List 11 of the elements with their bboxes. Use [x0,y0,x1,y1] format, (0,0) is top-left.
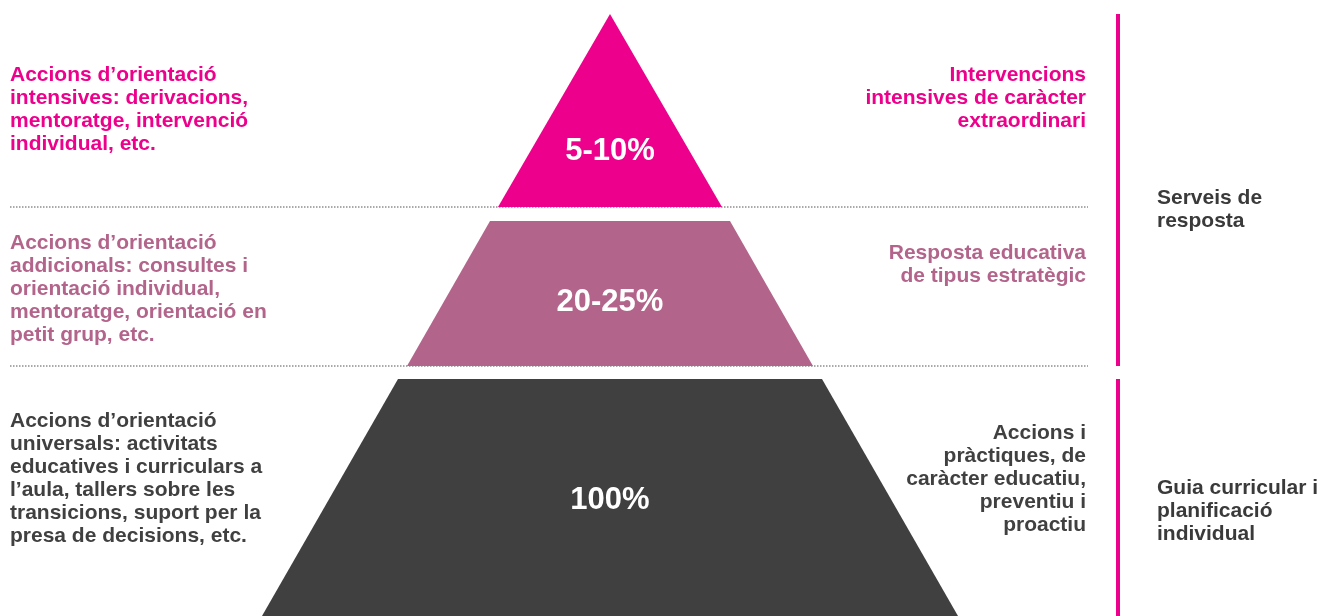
percentage-label: 20-25% [555,283,665,319]
percentage-label: 5-10% [564,132,656,168]
bracket-label: Guia curricular i planificació individual [1157,475,1320,544]
description-text: Intervencions intensives de caràcter extraordinari [864,62,1086,131]
description-text: Resposta educativa de tipus estratègic [887,240,1086,286]
percentage-label: 100% [569,481,651,517]
description-text: Accions i pràctiques, de caràcter educatiu, preventiu i proactiu [905,420,1086,535]
description-text: Accions d’orientació intensives: derivacions, mentoratge, intervenció individual, etc. [10,62,250,154]
description-text: Accions d’orientació universals: activitats educatives i curriculars a l’aula, tallers sobre les transicions, suport per la presa de decisions, etc. [10,408,264,546]
description-text: Accions d’orientació addicionals: consultes i orientació individual, mentoratge, orientació en petit grup, etc. [10,230,268,345]
bracket-label: Serveis de resposta [1157,185,1264,231]
